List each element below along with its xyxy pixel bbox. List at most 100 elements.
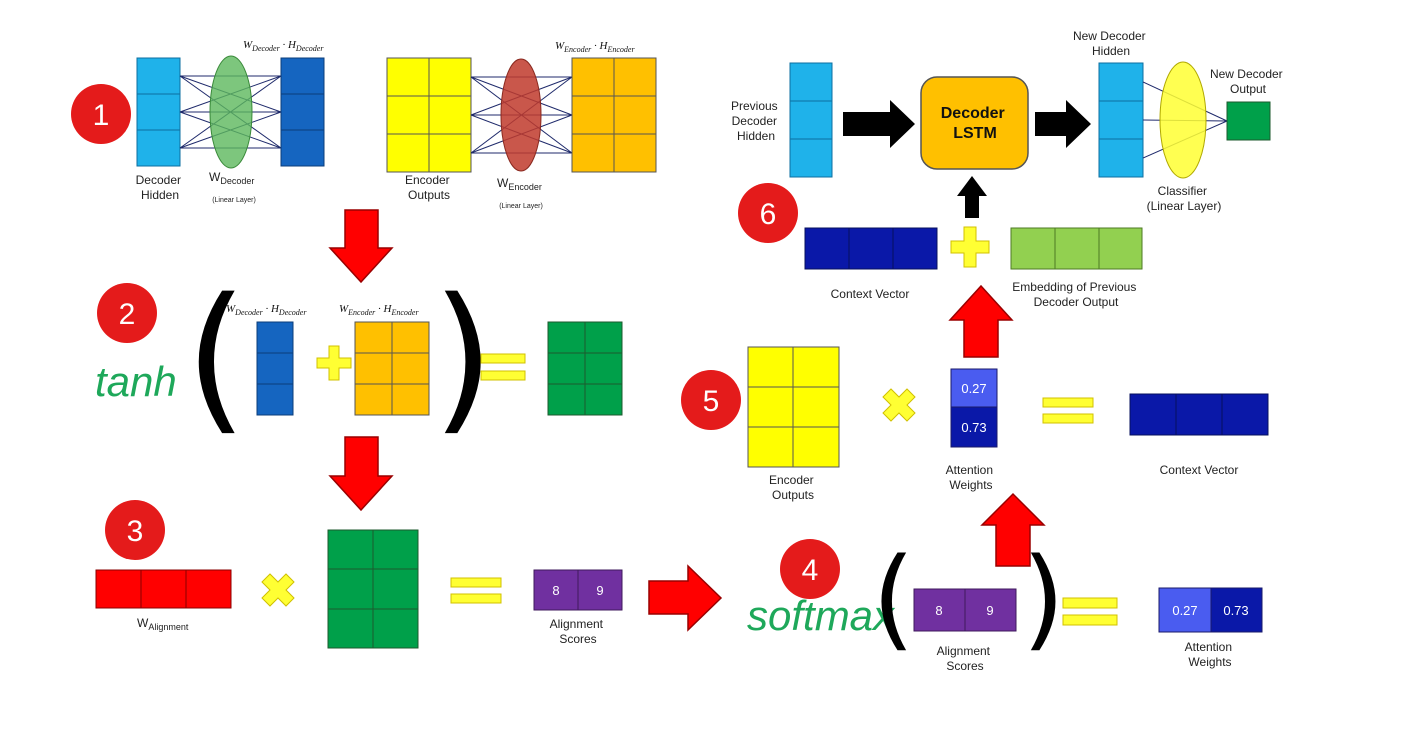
step-1-badge-number: 1 bbox=[93, 99, 110, 132]
svg-text:Attention Weights: Attention Weights bbox=[946, 463, 997, 492]
step3-scores-label: Alignment bbox=[550, 617, 604, 631]
step6-plus-sign bbox=[950, 226, 990, 268]
new-decoder-output-box bbox=[1226, 101, 1271, 141]
embedding-label-2: Decoder Output bbox=[1034, 295, 1119, 309]
step4-equals-sign bbox=[1062, 597, 1118, 626]
encoder-outputs-label: Encoder bbox=[405, 173, 450, 187]
tanh-encoder-matrix bbox=[354, 321, 430, 416]
step-2-badge-number: 2 bbox=[119, 298, 136, 331]
step3-tanh-matrix bbox=[327, 529, 419, 649]
step4-attention-weights bbox=[1158, 587, 1263, 633]
arrow-lstm-to-new-hidden bbox=[1035, 100, 1091, 148]
step6-context-label: Context Vector bbox=[831, 287, 910, 301]
step5-context-vector bbox=[1129, 393, 1269, 436]
previous-hidden-label-3: Hidden bbox=[737, 129, 775, 143]
step-5-badge bbox=[681, 370, 741, 430]
step-2-badge bbox=[97, 283, 157, 343]
arrow-step4-to-step5 bbox=[980, 492, 1046, 567]
svg-text:Previous Decoder H: Previous Decoder Hidden bbox=[731, 99, 781, 143]
arrow-step5-to-step6 bbox=[948, 284, 1014, 358]
svg-text:Alignment Scores: Alignment Scores bbox=[937, 644, 994, 673]
arrow-step3-to-step4 bbox=[648, 564, 723, 632]
step-6-badge bbox=[738, 183, 798, 243]
softmax-open-paren: ( bbox=[872, 534, 915, 662]
svg-text:New Decoder Output: New Decoder Output bbox=[1210, 67, 1286, 96]
step5-equals-sign bbox=[1042, 397, 1094, 424]
new-hidden-label-2: Hidden bbox=[1092, 44, 1130, 58]
step6-context-vector bbox=[804, 227, 938, 270]
step5-attention-weights bbox=[950, 368, 998, 448]
tanh-equals-sign bbox=[480, 353, 526, 381]
step4-weight-2: 0.73 bbox=[1223, 603, 1248, 618]
w-alignment-label: WAlignment bbox=[137, 616, 189, 632]
step5-context-label: Context Vector bbox=[1160, 463, 1239, 477]
step-6-badge-number: 6 bbox=[760, 198, 777, 231]
step-2-group: 2 tanh ( WDecoder · HDecoder WEncoder · … bbox=[95, 263, 623, 450]
decoder-product-label: WDecoder · HDecoder bbox=[243, 39, 324, 53]
w-encoder-label: WEncoder bbox=[497, 176, 542, 192]
encoder-outputs-matrix bbox=[386, 57, 472, 173]
step3-alignment-scores bbox=[533, 569, 623, 611]
classifier-label: Classifier bbox=[1158, 184, 1207, 198]
step4-weights-label-2: Weights bbox=[1188, 655, 1231, 669]
tanh-decoder-vector bbox=[256, 321, 294, 416]
decoder-lstm-label-2: LSTM bbox=[953, 125, 997, 142]
arrow-step2-to-step3 bbox=[328, 436, 394, 512]
step-4-badge-number: 4 bbox=[802, 554, 819, 587]
w-decoder-linear-layer bbox=[209, 55, 253, 169]
step3-score-1: 8 bbox=[552, 583, 559, 598]
step-5-badge-number: 5 bbox=[703, 385, 720, 418]
step3-equals-sign bbox=[450, 577, 502, 604]
svg-text:Encoder Outputs: Encoder Outputs bbox=[405, 173, 453, 202]
svg-text:Decoder LSTM: Decoder LSTM bbox=[941, 105, 1009, 142]
step4-score-2: 9 bbox=[986, 603, 993, 618]
step3-score-2: 9 bbox=[596, 583, 603, 598]
encoder-outputs-label-2: Outputs bbox=[408, 188, 450, 202]
new-decoder-hidden-vector bbox=[1098, 62, 1144, 178]
step5-weight-2: 0.73 bbox=[961, 420, 986, 435]
w-decoder-caption: (Linear Layer) bbox=[212, 197, 256, 204]
step5-encoder-outputs bbox=[747, 346, 840, 468]
decoder-hidden-label: Decoder bbox=[136, 173, 181, 187]
arrow-inputs-to-lstm bbox=[957, 176, 987, 218]
tanh-result-matrix bbox=[547, 321, 623, 416]
svg-text:New Decoder Hidden: New Decoder Hidden bbox=[1073, 29, 1149, 58]
tanh-term1-label: WDecoder · HDecoder bbox=[226, 303, 307, 317]
svg-text:Decoder Hidden: Decoder Hidden bbox=[136, 173, 185, 202]
classifier-label-2: (Linear Layer) bbox=[1147, 199, 1222, 213]
classifier-linear-layer bbox=[1159, 61, 1207, 179]
svg-text:Classifier (Linear Layer: Classifier (Linear Layer) bbox=[1147, 184, 1222, 213]
encoder-product-label: WEncoder · HEncoder bbox=[555, 40, 635, 54]
step5-weight-1: 0.27 bbox=[961, 381, 986, 396]
tanh-function-label: tanh bbox=[95, 358, 177, 405]
embedding-label: Embedding of Previous bbox=[1012, 280, 1136, 294]
encoder-projected-matrix bbox=[571, 57, 657, 173]
step-4-group: 4 softmax ( 8 9 ) Alignment Scores 0.27 … bbox=[747, 492, 1263, 673]
step-1-badge bbox=[71, 84, 131, 144]
step-3-badge-number: 3 bbox=[127, 515, 144, 548]
step4-weights-label: Attention bbox=[1185, 640, 1232, 654]
step-1-group: 1 Decoder Hidden WDecoder (Linear Layer)… bbox=[71, 39, 657, 210]
step5-times-sign bbox=[882, 388, 916, 422]
svg-text:Encoder Outputs: Encoder Outputs bbox=[769, 473, 817, 502]
step5-encoder-outputs-label-2: Outputs bbox=[772, 488, 814, 502]
decoder-lstm-box bbox=[920, 76, 1029, 170]
step5-weights-label-2: Weights bbox=[949, 478, 992, 492]
tanh-plus-sign bbox=[316, 345, 352, 381]
previous-hidden-label: Previous bbox=[731, 99, 778, 113]
arrow-step1-to-step2 bbox=[328, 209, 394, 284]
step-3-badge bbox=[105, 500, 165, 560]
step4-scores-label: Alignment bbox=[937, 644, 991, 658]
svg-text:Alignment Scores: Alignment Scores bbox=[550, 617, 607, 646]
new-output-label-2: Output bbox=[1230, 82, 1267, 96]
w-encoder-linear-layer bbox=[500, 58, 542, 172]
previous-decoder-hidden-vector bbox=[789, 62, 833, 178]
svg-text:Attention Weights: Attention Weights bbox=[1185, 640, 1236, 669]
previous-hidden-label-2: Decoder bbox=[732, 114, 777, 128]
new-hidden-label: New Decoder bbox=[1073, 29, 1146, 43]
tanh-open-paren: ( bbox=[185, 263, 247, 450]
step-6-group: 6 Previous Decoder Hidden Decoder LSTM N… bbox=[731, 29, 1286, 309]
new-output-label: New Decoder bbox=[1210, 67, 1283, 81]
tanh-term2-label: WEncoder · HEncoder bbox=[339, 303, 419, 317]
